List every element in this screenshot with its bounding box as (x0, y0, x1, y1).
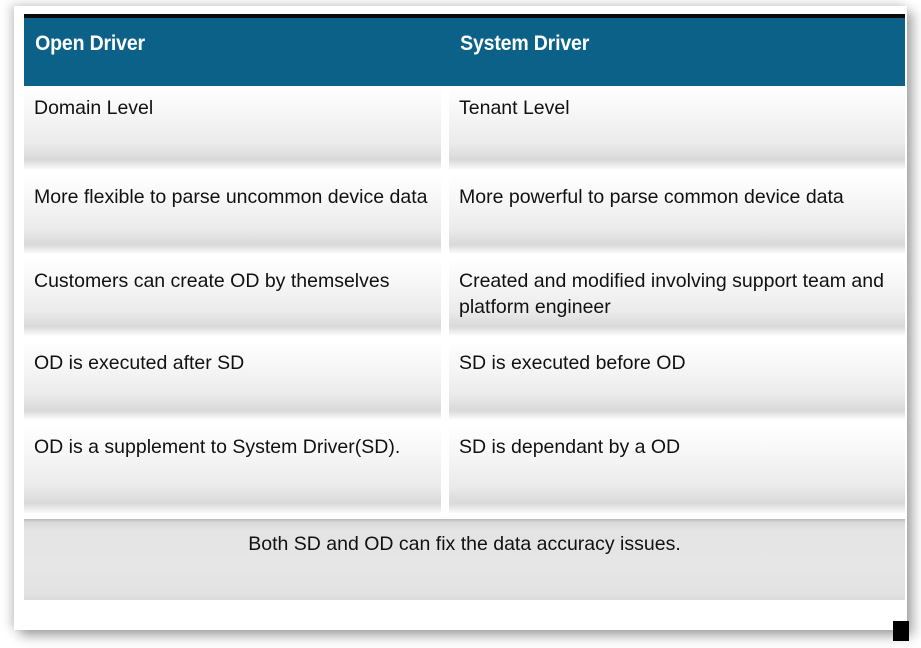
table-row: Customers can create OD by themselves Cr… (24, 259, 905, 337)
table-row: More flexible to parse uncommon device d… (24, 175, 905, 255)
cell-open-driver-4: OD is executed after SD (24, 341, 441, 421)
cell-open-driver-2: More flexible to parse uncommon device d… (24, 175, 441, 255)
cell-system-driver-1: Tenant Level (449, 86, 905, 171)
cell-open-driver-1: Domain Level (24, 86, 441, 171)
table-header-row: Open Driver System Driver (24, 14, 905, 86)
table-body: Domain Level Tenant Level More flexible … (24, 86, 905, 515)
cell-system-driver-5: SD is dependant by a OD (449, 425, 905, 515)
cell-system-driver-4: SD is executed before OD (449, 341, 905, 421)
table-row: OD is executed after SD SD is executed b… (24, 341, 905, 421)
corner-marker (893, 621, 909, 641)
cell-open-driver-3: Customers can create OD by themselves (24, 259, 441, 337)
cell-system-driver-3: Created and modified involving support t… (449, 259, 905, 337)
table-footer-row: Both SD and OD can fix the data accuracy… (24, 519, 905, 600)
cell-open-driver-5: OD is a supplement to System Driver(SD). (24, 425, 441, 515)
footer-summary-text: Both SD and OD can fix the data accuracy… (24, 519, 905, 600)
column-header-open-driver: Open Driver (35, 32, 145, 55)
driver-comparison-table: Open Driver System Driver Domain Level T… (24, 14, 905, 621)
table-row: Domain Level Tenant Level (24, 86, 905, 171)
column-header-system-driver: System Driver (460, 32, 590, 55)
cell-system-driver-2: More powerful to parse common device dat… (449, 175, 905, 255)
table-row: OD is a supplement to System Driver(SD).… (24, 425, 905, 515)
